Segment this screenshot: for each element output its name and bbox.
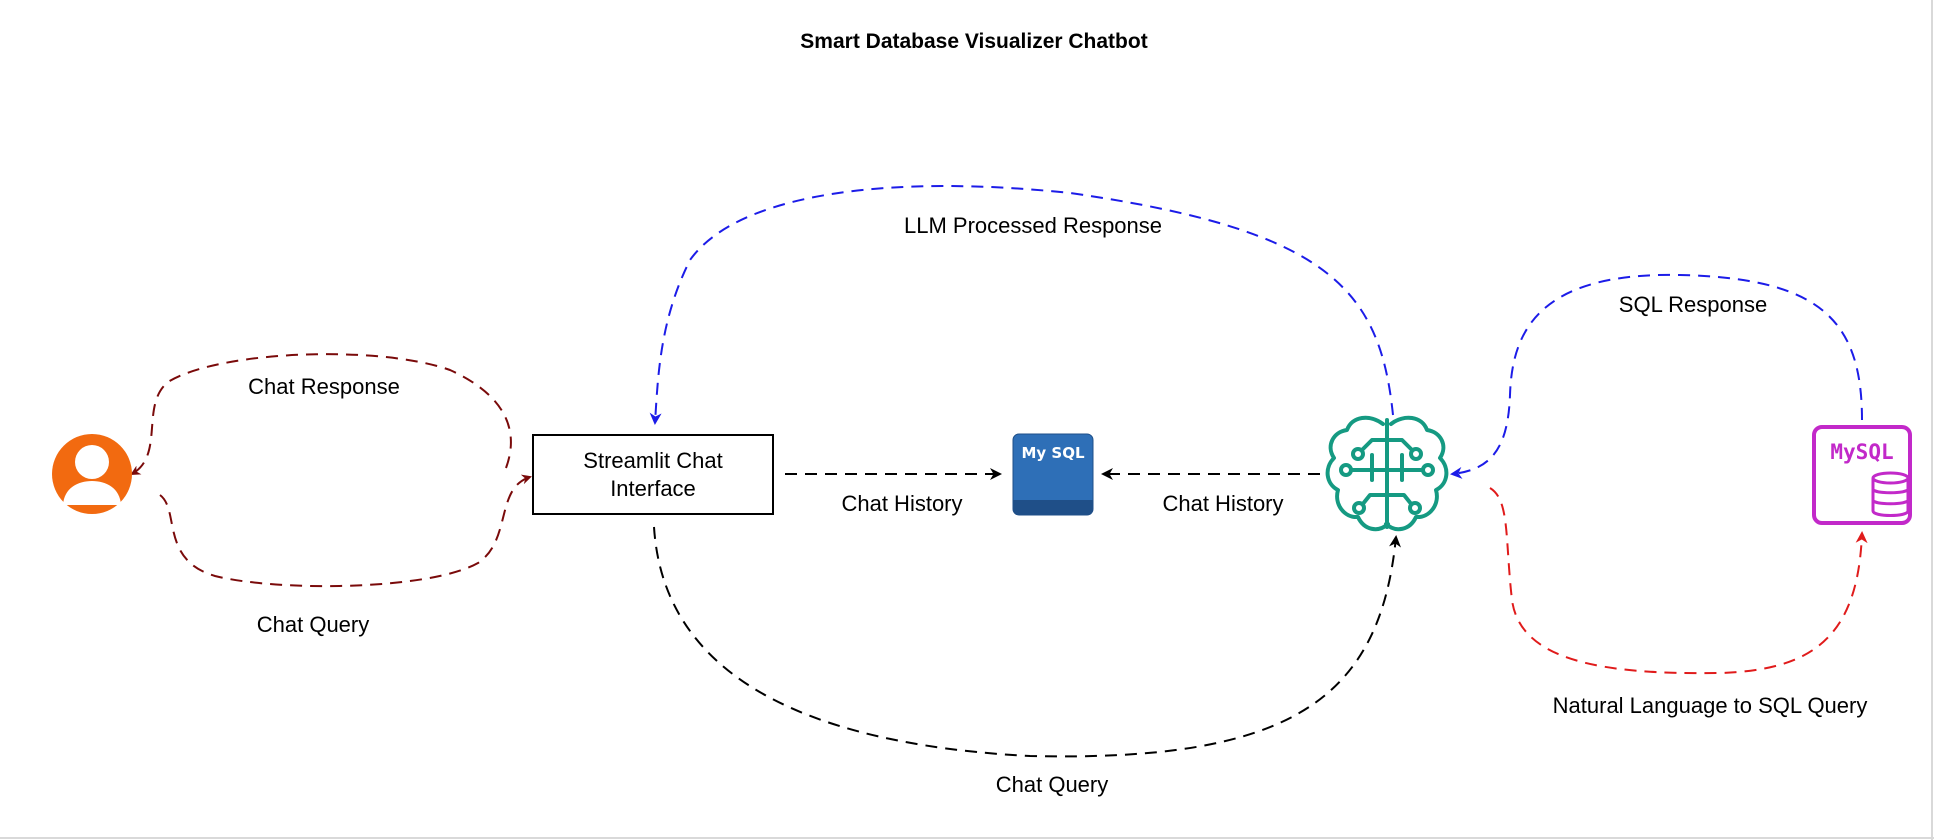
label-chat-history-right: Chat History — [1162, 491, 1283, 516]
history-db-label: My SQL — [1021, 444, 1084, 462]
edge-chat-response — [130, 353, 512, 476]
label-chat-query-llm: Chat Query — [996, 772, 1109, 797]
edge-chat-query-llm — [653, 526, 1401, 758]
label-chat-history-left: Chat History — [841, 491, 962, 516]
label-chat-response: Chat Response — [248, 374, 400, 399]
edge-llm-response — [649, 185, 1394, 425]
label-nl-to-sql: Natural Language to SQL Query — [1553, 693, 1868, 718]
streamlit-label-line2: Interface — [610, 476, 696, 501]
brain-circuit-icon — [1325, 415, 1449, 532]
label-chat-query-user: Chat Query — [257, 612, 370, 637]
mysql-database-icon: MySQL — [1812, 425, 1912, 525]
label-llm-response: LLM Processed Response — [904, 213, 1162, 238]
label-sql-response: SQL Response — [1619, 292, 1767, 317]
streamlit-chat-interface-box: Streamlit Chat Interface — [532, 434, 774, 515]
diagram-title: Smart Database Visualizer Chatbot — [800, 30, 1147, 53]
edge-nl-to-sql — [1489, 487, 1868, 675]
user-icon — [52, 434, 132, 514]
streamlit-label-line1: Streamlit Chat — [583, 448, 722, 473]
chat-history-database-icon: My SQL — [1012, 433, 1094, 516]
edge-sql-response — [1450, 273, 1863, 479]
edge-chat-query-user — [159, 474, 532, 588]
mysql-db-label: MySQL — [1830, 440, 1893, 464]
